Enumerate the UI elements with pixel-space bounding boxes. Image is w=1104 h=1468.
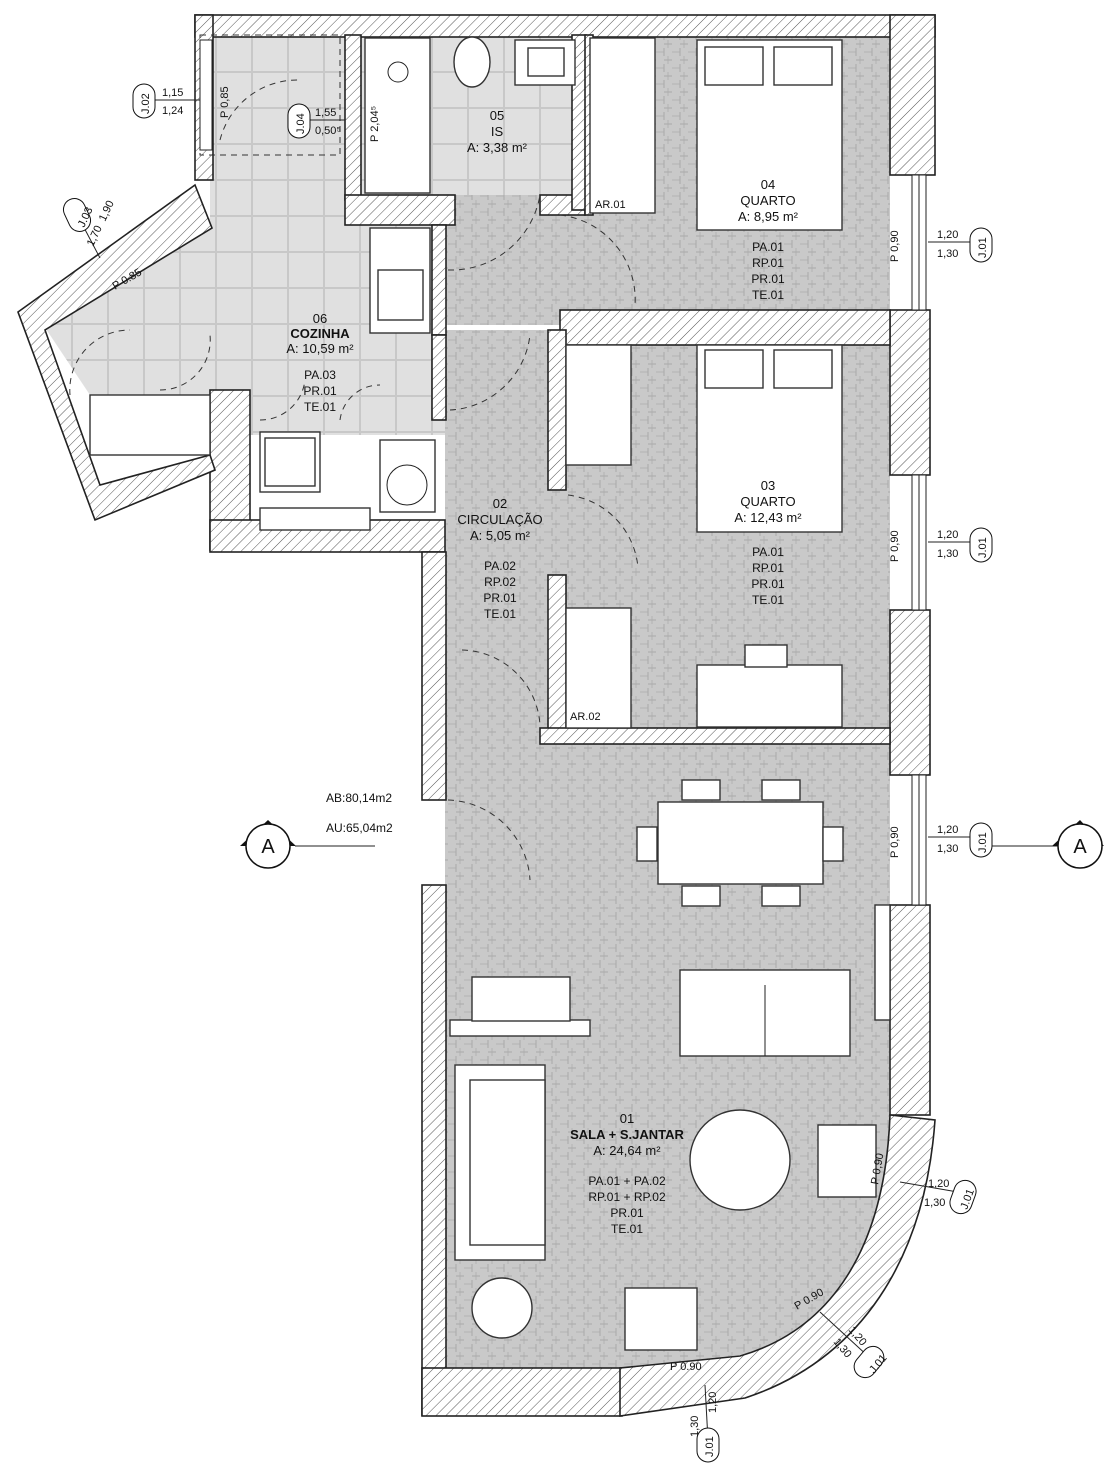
- room-03-spec: TE.01: [752, 593, 784, 607]
- window-width: 1,20: [707, 1392, 719, 1413]
- room-01-number: 01: [620, 1111, 634, 1126]
- room-04-label: 04 QUARTO A: 8,95 m² PA.01 RP.01 PR.01 T…: [738, 177, 799, 302]
- door-dimension: P 0,90: [889, 826, 901, 858]
- window-code: J.04: [295, 113, 307, 134]
- window-width: 1,20: [928, 1178, 949, 1190]
- window-tag[interactable]: 1,20 1,30 J.01: [899, 1177, 979, 1216]
- room-04-area: A: 8,95 m²: [738, 209, 799, 224]
- room-03-label: 03 QUARTO A: 12,43 m² PA.01 RP.01 PR.01 …: [734, 478, 802, 607]
- window-width: 1,20: [937, 229, 958, 241]
- door-dimension: P 0.90: [670, 1361, 702, 1373]
- window-width: 1,55: [315, 107, 336, 119]
- gross-area: AB:80,14m2: [326, 791, 392, 805]
- room-05-area: A: 3,38 m²: [467, 140, 528, 155]
- room-06-spec: PR.01: [303, 384, 337, 398]
- room-06-label: 06 COZINHA A: 10,59 m² PA.03 PR.01 TE.01: [286, 311, 354, 414]
- window-height: 1,30: [924, 1197, 945, 1209]
- window-code: J.01: [704, 1436, 716, 1457]
- window-height: 1,30: [937, 843, 958, 855]
- room-02-spec: PR.01: [483, 591, 517, 605]
- window-width: 1,90: [97, 199, 117, 223]
- room-06-spec: TE.01: [304, 400, 336, 414]
- room-01-label: 01 SALA + S.JANTAR A: 24,64 m² PA.01 + P…: [570, 1111, 684, 1236]
- room-04-spec: PA.01: [752, 240, 784, 254]
- room-02-spec: RP.02: [484, 575, 516, 589]
- window-code: J.01: [977, 832, 989, 853]
- door-dimension: P 0,90: [889, 530, 901, 562]
- wardrobe-label: AR.01: [595, 199, 626, 211]
- room-03-name: QUARTO: [740, 494, 795, 509]
- room-01-name: SALA + S.JANTAR: [570, 1127, 684, 1142]
- room-02-area: A: 5,05 m²: [470, 528, 531, 543]
- room-04-spec: TE.01: [752, 288, 784, 302]
- window-tag[interactable]: 1,20 1,30 J.01: [689, 1384, 720, 1463]
- window-tag[interactable]: 1,20 1,30 J.01: [928, 822, 993, 858]
- window-tag[interactable]: 1,20 1,30 J.01: [928, 527, 993, 563]
- window-width: 1,20: [937, 824, 958, 836]
- door-dimension: P 0,90: [869, 1152, 886, 1185]
- door-dimension: P 0,90: [889, 230, 901, 262]
- window-tag[interactable]: 1,20 1,30 J.01: [928, 227, 993, 263]
- window-tag[interactable]: 1,55 0,50⁵ J.04: [287, 103, 345, 139]
- room-04-name: QUARTO: [740, 193, 795, 208]
- room-05-number: 05: [490, 108, 504, 123]
- room-02-label: 02 CIRCULAÇÃO A: 5,05 m² PA.02 RP.02 PR.…: [457, 496, 542, 621]
- room-01-spec: PA.01 + PA.02: [588, 1174, 666, 1188]
- room-03-spec: PR.01: [751, 577, 785, 591]
- room-01-spec: PR.01: [610, 1206, 644, 1220]
- window-code: J.01: [977, 237, 989, 258]
- room-01-spec: RP.01 + RP.02: [588, 1190, 666, 1204]
- room-03-spec: PA.01: [752, 545, 784, 559]
- section-letter: A: [1073, 836, 1087, 858]
- room-04-spec: RP.01: [752, 256, 784, 270]
- useful-area: AU:65,04m2: [326, 821, 393, 835]
- room-02-spec: TE.01: [484, 607, 516, 621]
- room-05-label: 05 IS A: 3,38 m²: [467, 108, 528, 155]
- room-03-number: 03: [761, 478, 775, 493]
- window-height: 1,30: [689, 1416, 701, 1437]
- room-02-spec: PA.02: [484, 559, 516, 573]
- room-02-name: CIRCULAÇÃO: [457, 512, 542, 527]
- window-width: 1,20: [846, 1324, 869, 1348]
- room-06-number: 06: [313, 311, 327, 326]
- room-03-area: A: 12,43 m²: [734, 510, 802, 525]
- door-dimension: P 0,85: [219, 86, 231, 118]
- window-tag[interactable]: 1,15 1,24 J.02: [132, 83, 200, 119]
- wardrobe-label: AR.02: [570, 711, 601, 723]
- window-code: J.02: [140, 93, 152, 114]
- room-06-name: COZINHA: [290, 326, 350, 341]
- windows: [199, 39, 927, 906]
- room-04-spec: PR.01: [751, 272, 785, 286]
- walls: [17, 14, 936, 1417]
- room-01-area: A: 24,64 m²: [593, 1143, 661, 1158]
- room-06-spec: PA.03: [304, 368, 336, 382]
- room-05-name: IS: [491, 124, 504, 139]
- room-06-area: A: 10,59 m²: [286, 341, 354, 356]
- room-04-number: 04: [761, 177, 775, 192]
- window-height: 0,50⁵: [315, 125, 341, 137]
- door-dimension: P 2,04⁵: [369, 106, 381, 142]
- window-code: J.01: [977, 537, 989, 558]
- window-width: 1,15: [162, 87, 183, 99]
- window-width: 1,20: [937, 529, 958, 541]
- doors: [69, 79, 639, 881]
- section-marker-right[interactable]: A: [985, 820, 1104, 869]
- section-marker-left[interactable]: A: [240, 820, 375, 869]
- window-height: 1,30: [937, 548, 958, 560]
- window-height: 1,30: [937, 248, 958, 260]
- furniture: [89, 34, 891, 1351]
- window-height: 1,24: [162, 105, 183, 117]
- section-letter: A: [261, 836, 275, 858]
- room-03-spec: RP.01: [752, 561, 784, 575]
- room-02-number: 02: [493, 496, 507, 511]
- room-01-spec: TE.01: [611, 1222, 643, 1236]
